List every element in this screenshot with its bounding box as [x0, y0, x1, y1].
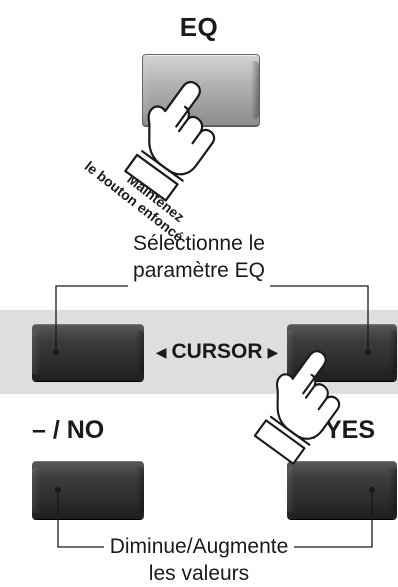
- no-label: – / NO: [32, 416, 105, 444]
- cursor-left-dot: [53, 349, 59, 355]
- right-arrow-icon: ▶: [267, 343, 279, 360]
- eq-title: EQ: [179, 12, 219, 42]
- select-note-line1: Sélectionne le: [133, 232, 265, 255]
- select-connector-lines: [55, 285, 369, 352]
- values-connector-lines: [57, 490, 373, 548]
- pressing-hand-icon: [253, 350, 341, 465]
- cursor-left-button[interactable]: [32, 324, 144, 381]
- cursor-right-dot: [365, 349, 371, 355]
- values-note-line2: les valeurs: [148, 562, 250, 585]
- values-note: Diminue/Augmente les valeurs: [104, 533, 294, 587]
- yes-button[interactable]: [287, 461, 397, 519]
- no-button-dot: [55, 487, 61, 493]
- yes-button-dot: [369, 487, 375, 493]
- pressing-hand-icon: [124, 80, 216, 202]
- no-button[interactable]: [32, 461, 144, 519]
- left-arrow-icon: ◀: [155, 343, 167, 360]
- cursor-label-group: ◀ CURSOR ▶: [149, 339, 285, 365]
- select-parameter-label: Sélectionne le paramètre EQ: [99, 230, 299, 284]
- cursor-label: CURSOR: [171, 340, 263, 363]
- values-note-line1: Diminue/Augmente: [104, 533, 294, 560]
- select-note-line2: paramètre EQ: [133, 259, 265, 282]
